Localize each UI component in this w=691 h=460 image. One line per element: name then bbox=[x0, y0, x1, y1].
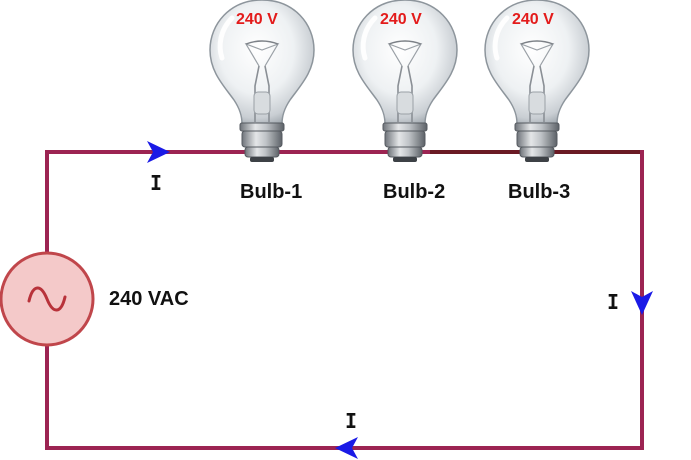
ac-source bbox=[0, 251, 95, 347]
arrow-right-icon bbox=[147, 141, 170, 163]
bulb-1-rating: 240 V bbox=[236, 11, 278, 28]
arrow-down-icon bbox=[631, 291, 653, 315]
current-label-right: I bbox=[607, 290, 620, 314]
bulb-2-rating: 240 V bbox=[380, 11, 422, 28]
arrow-left-icon bbox=[335, 437, 358, 459]
bulb-3-label: Bulb-3 bbox=[508, 181, 571, 203]
sine-wave-icon bbox=[27, 286, 67, 312]
current-label-top: I bbox=[150, 171, 163, 195]
current-label-bottom: I bbox=[345, 409, 358, 433]
bulb-3-rating: 240 V bbox=[512, 11, 554, 28]
source-voltage-label: 240 VAC bbox=[109, 288, 189, 310]
bulb-2-label: Bulb-2 bbox=[383, 181, 446, 203]
bulb-1-label: Bulb-1 bbox=[240, 181, 303, 203]
